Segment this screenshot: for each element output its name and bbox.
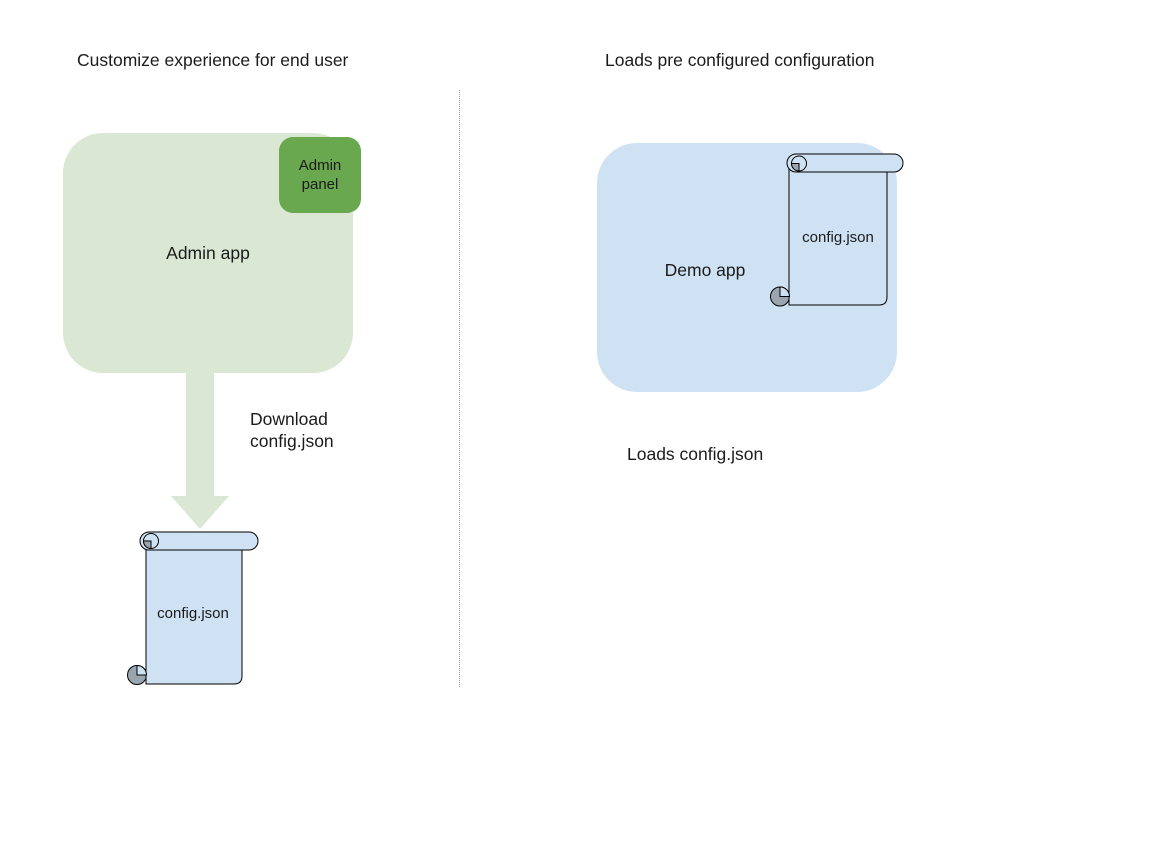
download-arrow-label-line2: config.json [250,431,334,451]
loads-config-caption: Loads config.json [627,444,764,464]
download-arrow-label-line1: Download [250,409,328,429]
download-arrow-icon [171,371,229,529]
config-file-label-left: config.json [157,605,229,622]
left-section-title: Customize experience for end user [77,50,349,70]
download-arrow-label: Download config.json [250,408,334,452]
admin-panel-label: Admin panel [298,157,342,193]
admin-panel-box: Admin panel [279,137,361,213]
right-section-title: Loads pre configured configuration [605,50,875,70]
config-file-label-right: config.json [802,229,874,246]
admin-app-label: Admin app [166,243,250,263]
section-divider [459,90,460,687]
demo-app-label: Demo app [664,260,746,280]
